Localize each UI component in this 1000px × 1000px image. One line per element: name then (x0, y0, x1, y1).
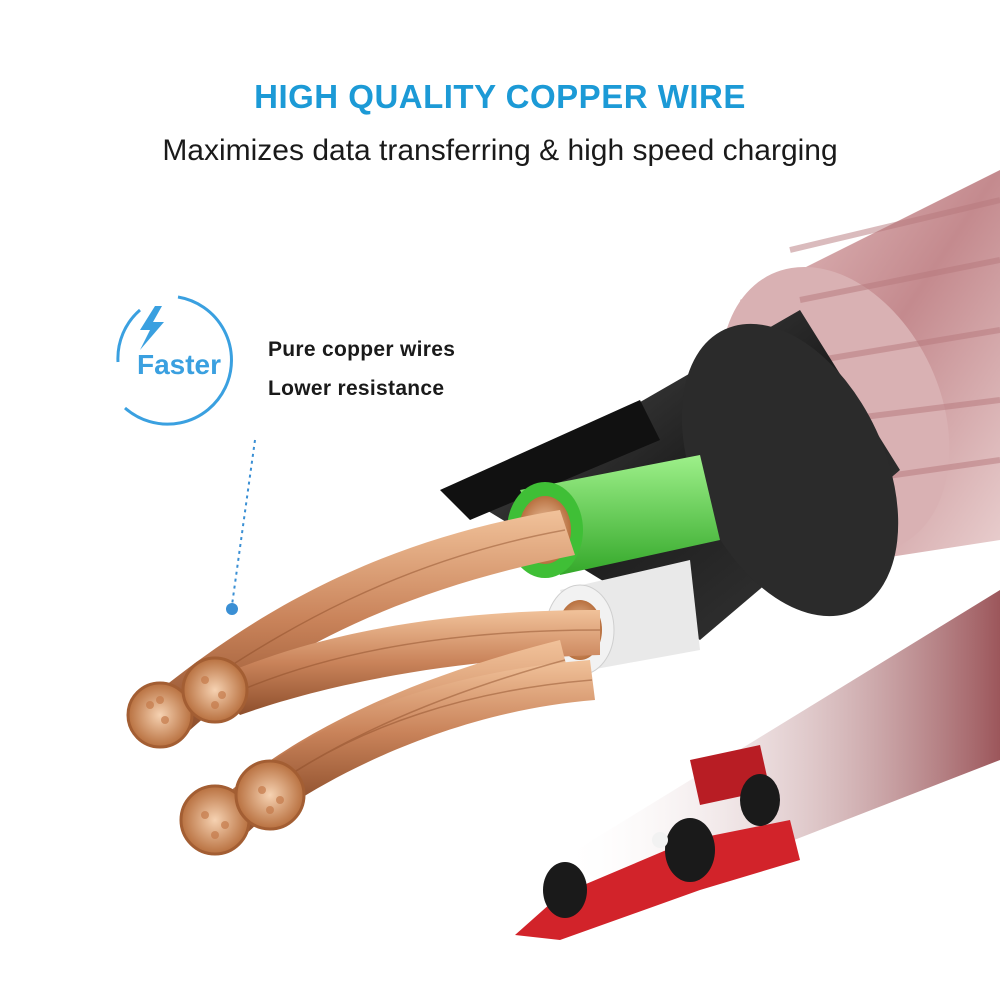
feature-lower-resistance: Lower resistance (268, 377, 445, 400)
faster-badge: Faster (116, 295, 233, 426)
lightning-bolt-icon (140, 306, 164, 350)
copper-strands (126, 510, 601, 856)
badge-label: Faster (137, 349, 221, 380)
subheadline: Maximizes data transferring & high speed… (162, 134, 838, 167)
race-car (515, 590, 1000, 940)
leader-line (226, 439, 256, 615)
feature-pure-copper: Pure copper wires (268, 338, 456, 361)
headline: HIGH QUALITY COPPER WIRE (254, 78, 746, 115)
